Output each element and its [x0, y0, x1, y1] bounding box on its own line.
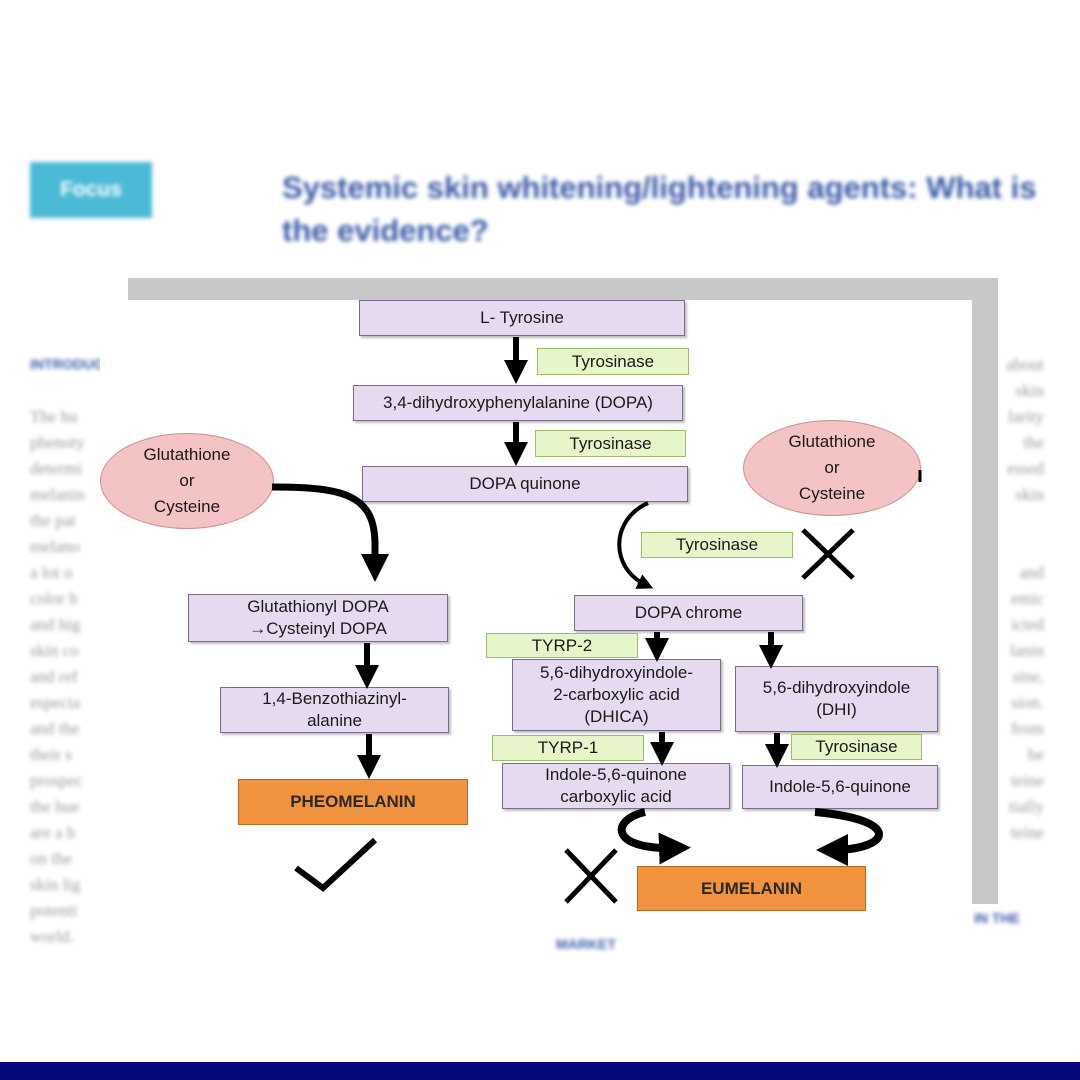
dhica-label-2: 2-carboxylic acid: [553, 685, 680, 704]
left-column-line: on the: [30, 849, 73, 868]
benzothiazinyl-label-1: 1,4-Benzothiazinyl-: [262, 689, 407, 708]
dhica-box: 5,6-dihydroxyindole- 2-carboxylic acid (…: [512, 659, 721, 731]
indole-quinone-box: Indole-5,6-quinone: [742, 765, 938, 809]
right-column-line: sine,: [1012, 667, 1044, 686]
dopa-quinone-label: DOPA quinone: [469, 474, 581, 493]
right-column-line: from: [1010, 719, 1044, 738]
left-column-line: the hue: [30, 797, 80, 816]
dhica-label-1: 5,6-dihydroxyindole-: [539, 663, 694, 682]
right-column-line: teine: [1010, 823, 1044, 842]
benzothiazinyl-alanine-box: 1,4-Benzothiazinyl- alanine: [220, 687, 449, 733]
l-tyrosine-box: L- Tyrosine: [359, 300, 685, 336]
left-column-line: The hu: [30, 407, 78, 426]
left-column-text: The hu phenoty determi melanin the pat melano…: [30, 404, 85, 950]
left-column-line: and hig: [30, 615, 81, 634]
paper-title: Systemic skin whitening/lightening agent…: [282, 170, 1037, 248]
left-column-line: the pat: [30, 511, 76, 530]
right-column-line: skin: [1015, 381, 1044, 400]
tyrp-2-label: TYRP-2: [531, 635, 593, 655]
pheomelanin-box: PHEOMELANIN: [238, 779, 468, 825]
left-column-line: color h: [30, 589, 78, 608]
glutathionyl-dopa-label-2: →Cysteinyl DOPA: [249, 619, 387, 638]
tyrosinase-label-2: Tyrosinase: [569, 433, 652, 453]
tyrp-1-label: TYRP-1: [537, 738, 599, 757]
dopa-chrome-box: DOPA chrome: [574, 595, 803, 631]
left-column-line: and the: [30, 719, 80, 738]
dhica-label-3: (DHICA): [584, 707, 649, 726]
right-column-line: [1000, 508, 1044, 534]
right-column-line: icted: [1010, 615, 1044, 634]
indole-quinone-carboxylic-box: Indole-5,6-quinone carboxylic acid: [502, 763, 730, 809]
left-column-line: their s: [30, 745, 73, 764]
left-column-line: prospec: [30, 771, 83, 790]
iqca-label-2: carboxylic acid: [560, 787, 672, 806]
glutathione-cysteine-oval-left: Glutathione or Cysteine: [100, 433, 274, 529]
left-column-line: are a h: [30, 823, 76, 842]
left-column-line: skin lig: [30, 875, 81, 894]
right-column-line: larity: [1008, 407, 1044, 426]
tyrosinase-enzyme-4: Tyrosinase: [791, 734, 922, 760]
right-column-line: the: [1023, 433, 1044, 452]
dhi-label-2: (DHI): [816, 700, 857, 719]
dopa-chrome-label: DOPA chrome: [634, 603, 743, 622]
pheomelanin-label: PHEOMELANIN: [290, 792, 416, 811]
iqca-label-1: Indole-5,6-quinone: [545, 765, 687, 784]
left-column-line: especia: [30, 693, 81, 712]
left-column-line: determi: [30, 459, 82, 478]
tyrp-2-enzyme: TYRP-2: [486, 633, 638, 658]
dhi-label-1: 5,6-dihydroxyindole: [762, 678, 911, 697]
eumelanin-box: EUMELANIN: [637, 866, 866, 911]
right-column-text: about skin larity the essed skin and emic icted…: [1000, 352, 1044, 846]
bottom-bar: [0, 1062, 1080, 1080]
right-column-line: emic: [1010, 589, 1044, 608]
l-tyrosine-label: L- Tyrosine: [480, 308, 564, 327]
right-column-line: skin: [1015, 485, 1044, 504]
glutathionyl-dopa-box: Glutathionyl DOPA →Cysteinyl DOPA: [188, 594, 448, 642]
right-column-line: and: [1019, 563, 1044, 582]
left-column-line: and ref: [30, 667, 78, 686]
tyrosinase-label-1: Tyrosinase: [571, 351, 655, 371]
right-column-line: [1000, 534, 1044, 560]
tyrosinase-enzyme-3: Tyrosinase: [641, 532, 793, 558]
diagram-frame-right: [972, 278, 998, 904]
left-column-line: a lot o: [30, 563, 73, 582]
benzothiazinyl-label-2: alanine: [307, 711, 362, 730]
right-column-line: teine: [1010, 771, 1044, 790]
dopa-quinone-box: DOPA quinone: [362, 466, 688, 502]
right-column-line: lanin: [1010, 641, 1044, 660]
right-column-line: about: [1006, 355, 1044, 374]
focus-badge: Focus: [30, 162, 152, 218]
diagram-frame-top: [128, 278, 998, 300]
tyrp-1-enzyme: TYRP-1: [492, 735, 644, 761]
left-column-line: melano: [30, 537, 81, 556]
dopa-box: 3,4-dihydroxyphenylalanine (DOPA): [353, 385, 683, 421]
right-column-line: tially: [1009, 797, 1044, 816]
section-heading-market: MARKET: [556, 936, 616, 952]
left-column-line: skin co: [30, 641, 79, 660]
tyrosinase-label-4: Tyrosinase: [815, 737, 898, 756]
right-column-line: sion.: [1011, 693, 1044, 712]
right-column-line: essed: [1007, 459, 1044, 478]
tyrosinase-enzyme-1: Tyrosinase: [537, 348, 689, 375]
section-heading-right: IN THE: [974, 910, 1020, 926]
left-column-line: melanin: [30, 485, 85, 504]
indole-quinone-label: Indole-5,6-quinone: [769, 777, 911, 796]
left-column-line: potenti: [30, 901, 78, 920]
left-column-line: phenoty: [30, 433, 85, 452]
eumelanin-label: EUMELANIN: [700, 878, 803, 898]
glutathione-cysteine-oval-right: Glutathione or Cysteine: [743, 420, 921, 516]
glutathionyl-dopa-label-1: Glutathionyl DOPA: [247, 597, 389, 616]
dopa-label: 3,4-dihydroxyphenylalanine (DOPA): [383, 393, 653, 412]
tyrosinase-enzyme-2: Tyrosinase: [535, 430, 686, 457]
tyrosinase-label-3: Tyrosinase: [675, 535, 759, 554]
dhi-box: 5,6-dihydroxyindole (DHI): [735, 666, 938, 732]
left-column-line: world.: [30, 927, 74, 946]
right-column-line: be: [1027, 745, 1044, 764]
